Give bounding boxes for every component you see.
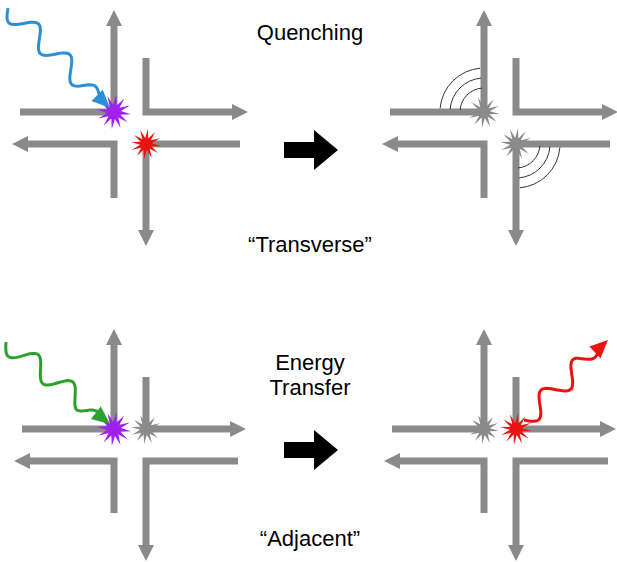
crossing-arrows bbox=[20, 18, 610, 553]
turn-arrow bbox=[22, 337, 114, 429]
vibration-arc bbox=[440, 68, 480, 108]
turn-arrow bbox=[20, 18, 114, 112]
turn-arrow bbox=[146, 377, 238, 429]
excited-molecule bbox=[468, 96, 500, 128]
excited-molecule bbox=[131, 129, 161, 159]
process-arrow bbox=[284, 430, 338, 470]
turn-arrow bbox=[390, 144, 484, 198]
turn-arrow bbox=[392, 337, 484, 429]
vibration-arc bbox=[520, 148, 560, 188]
excited-molecule bbox=[131, 414, 161, 444]
arrangement-label: “Adjacent” bbox=[220, 526, 400, 551]
turn-arrow bbox=[516, 58, 610, 112]
light-wave bbox=[7, 8, 100, 97]
excitation-stars bbox=[97, 95, 532, 446]
turn-arrow bbox=[392, 461, 484, 513]
wave-arrowhead bbox=[589, 340, 608, 358]
turn-arrow bbox=[146, 461, 238, 553]
turn-arrow bbox=[146, 58, 240, 112]
turn-arrow bbox=[146, 144, 240, 238]
panel-title: Energy Transfer bbox=[250, 350, 370, 401]
vibration-arc bbox=[519, 147, 550, 178]
vibration-arcs bbox=[440, 68, 560, 188]
panel-title: Quenching bbox=[220, 20, 400, 45]
vibration-arc bbox=[450, 78, 481, 109]
turn-arrow bbox=[22, 461, 114, 513]
excited-molecule bbox=[469, 414, 499, 444]
light-wave bbox=[6, 342, 100, 414]
light-wave bbox=[524, 351, 599, 422]
excited-molecule bbox=[500, 128, 532, 160]
turn-arrow bbox=[390, 18, 484, 112]
excited-molecule bbox=[500, 413, 532, 445]
wave-arrowhead bbox=[92, 90, 111, 108]
turn-arrow bbox=[516, 461, 608, 553]
wave-arrowhead bbox=[91, 407, 110, 424]
process-arrow bbox=[284, 130, 338, 170]
turn-arrow bbox=[516, 144, 610, 238]
turn-arrow bbox=[20, 144, 114, 198]
light-waves bbox=[6, 8, 608, 424]
arrangement-label: “Transverse” bbox=[220, 232, 400, 257]
